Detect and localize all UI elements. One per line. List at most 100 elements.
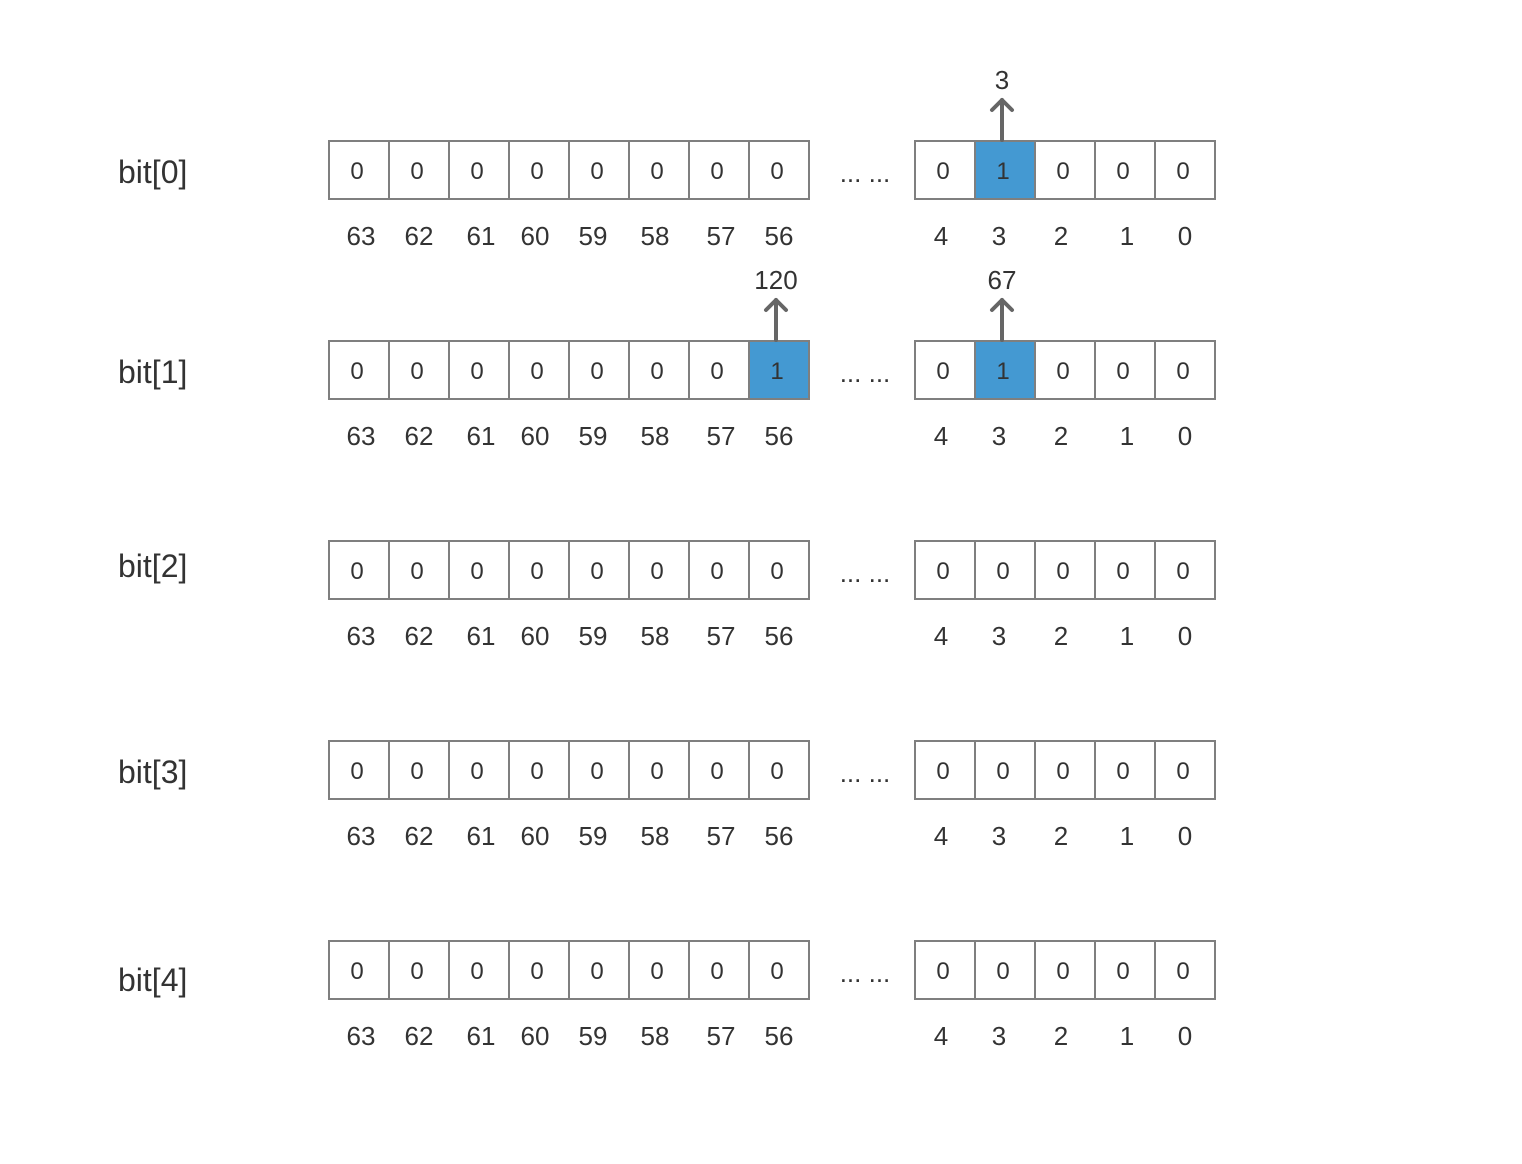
bit-index-label: 62 — [405, 621, 434, 651]
bit-cell-set — [974, 340, 1036, 400]
bit-index-label: 60 — [521, 221, 550, 251]
bit-index-label: 58 — [641, 821, 670, 851]
bit-index-label: 3 — [992, 621, 1006, 651]
bit-value: 0 — [650, 158, 663, 185]
bit-value: 0 — [1056, 158, 1069, 185]
bit-cell — [1094, 540, 1156, 600]
bit-index-label: 63 — [347, 821, 376, 851]
bit-index-label: 2 — [1054, 621, 1068, 651]
bit-index-label: 1 — [1120, 621, 1134, 651]
bit-index-label: 61 — [467, 221, 496, 251]
bit-index-label: 56 — [765, 221, 794, 251]
bit-cell — [388, 140, 450, 200]
row-label: bit[1] — [118, 354, 187, 390]
bit-cell — [328, 540, 390, 600]
bit-value: 0 — [470, 958, 483, 985]
bit-cell — [628, 940, 690, 1000]
bit-index-label: 2 — [1054, 421, 1068, 451]
bit-index-label: 57 — [707, 1021, 736, 1051]
bit-value: 0 — [410, 958, 423, 985]
bit-cell — [568, 540, 630, 600]
ellipsis: ... ... — [840, 158, 891, 188]
bit-index-label: 61 — [467, 621, 496, 651]
bit-index-label: 62 — [405, 221, 434, 251]
bit-cell — [1034, 340, 1096, 400]
bit-value: 0 — [350, 158, 363, 185]
bit-index-label: 60 — [521, 621, 550, 651]
bit-value: 0 — [770, 158, 783, 185]
bit-cell — [328, 140, 390, 200]
bit-value: 0 — [1056, 758, 1069, 785]
bit-value: 0 — [1176, 958, 1189, 985]
bit-index-label: 59 — [579, 221, 608, 251]
bit-value: 0 — [530, 958, 543, 985]
bit-value: 0 — [590, 158, 603, 185]
bit-index-label: 3 — [992, 1021, 1006, 1051]
bit-value: 0 — [530, 158, 543, 185]
row-label: bit[3] — [118, 754, 187, 790]
pointer-marker: 3 — [990, 65, 1014, 142]
bit-value: 1 — [770, 358, 783, 385]
bit-index-label: 60 — [521, 1021, 550, 1051]
bit-index-label: 1 — [1120, 221, 1134, 251]
bit-cell — [388, 540, 450, 600]
bit-index-label: 2 — [1054, 221, 1068, 251]
arrow-up-icon — [990, 98, 1014, 112]
bit-value: 0 — [530, 758, 543, 785]
bit-value: 0 — [1056, 558, 1069, 585]
bit-index-label: 63 — [347, 1021, 376, 1051]
bit-value: 0 — [936, 358, 949, 385]
pointer-label: 120 — [754, 265, 797, 295]
bit-value: 0 — [350, 958, 363, 985]
bit-index-label: 57 — [707, 621, 736, 651]
bit-value: 0 — [936, 558, 949, 585]
bit-index-label: 62 — [405, 1021, 434, 1051]
bit-index-label: 4 — [934, 421, 948, 451]
bit-index-label: 61 — [467, 421, 496, 451]
row-label: bit[0] — [118, 154, 187, 190]
bit-value: 0 — [470, 758, 483, 785]
arrow-up-icon — [764, 298, 788, 312]
bit-index-label: 1 — [1120, 421, 1134, 451]
bit-value: 0 — [1116, 758, 1129, 785]
bit-index-label: 58 — [641, 221, 670, 251]
bit-cell — [1154, 740, 1216, 800]
bit-cell — [1154, 340, 1216, 400]
bit-index-label: 63 — [347, 221, 376, 251]
bit-cell — [688, 340, 750, 400]
bit-value: 0 — [996, 558, 1009, 585]
bit-value: 0 — [1116, 958, 1129, 985]
bit-index-label: 0 — [1178, 421, 1192, 451]
bit-value: 0 — [1056, 958, 1069, 985]
bit-cell — [388, 740, 450, 800]
bit-value: 0 — [590, 758, 603, 785]
bit-index-label: 61 — [467, 821, 496, 851]
bit-index-label: 0 — [1178, 221, 1192, 251]
bit-value: 0 — [470, 158, 483, 185]
bit-value: 0 — [350, 758, 363, 785]
bit-cell — [914, 540, 976, 600]
bit-index-label: 58 — [641, 621, 670, 651]
bit-value: 0 — [590, 558, 603, 585]
bit-index-label: 59 — [579, 1021, 608, 1051]
bit-index-label: 57 — [707, 221, 736, 251]
bit-cell — [688, 540, 750, 600]
bit-cell — [1154, 940, 1216, 1000]
arrow-up-icon — [990, 298, 1014, 312]
bit-cell — [1094, 140, 1156, 200]
bit-value: 0 — [770, 558, 783, 585]
bit-cell — [1154, 140, 1216, 200]
bit-value: 0 — [770, 758, 783, 785]
bit-cell — [628, 540, 690, 600]
bit-index-label: 4 — [934, 221, 948, 251]
bit-index-label: 60 — [521, 421, 550, 451]
bit-value: 0 — [590, 958, 603, 985]
bit-value: 1 — [996, 358, 1009, 385]
